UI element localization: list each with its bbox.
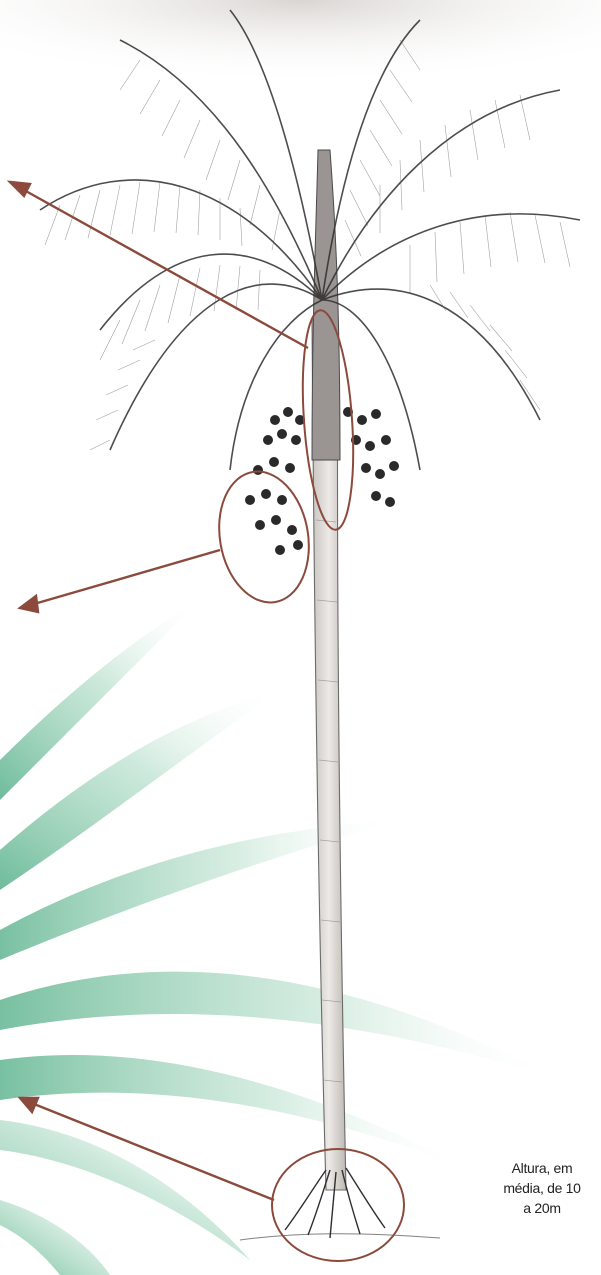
paper-shade bbox=[0, 0, 601, 120]
crown-shaft bbox=[312, 150, 340, 460]
height-annotation: Altura, em média, de 10 a 20m bbox=[488, 1158, 596, 1218]
callout-arrows bbox=[10, 182, 308, 1200]
background-leaves bbox=[0, 600, 560, 1275]
callout-circles bbox=[209, 309, 404, 1261]
fruit-cluster-callout bbox=[209, 464, 319, 609]
